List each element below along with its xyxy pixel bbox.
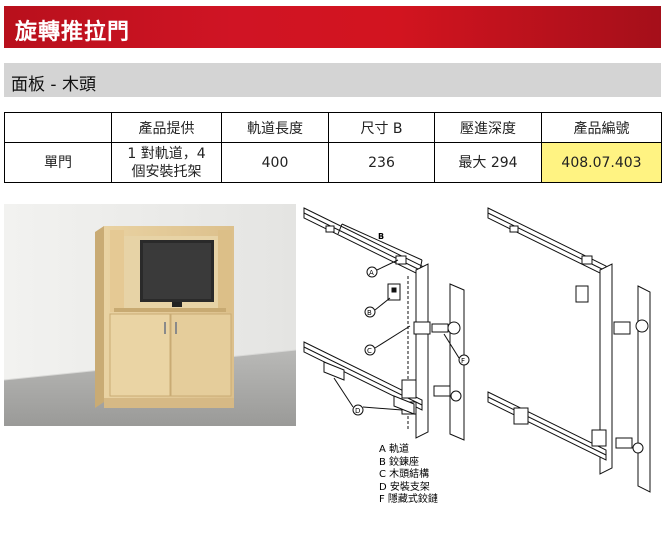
header-cell-type bbox=[4, 112, 112, 143]
header-cell-product-no: 產品編號 bbox=[541, 112, 662, 143]
legend-item: C 木頭結構 bbox=[379, 469, 430, 481]
legend-item: B 鉸鍊座 bbox=[379, 456, 420, 468]
callout-a: A bbox=[369, 269, 374, 277]
cell-rail-length: 400 bbox=[221, 142, 329, 183]
product-photo bbox=[4, 204, 296, 426]
table-row: 單門 1 對軌道，4 個安裝托架 400 236 最大 294 408.07.4… bbox=[4, 142, 662, 183]
callout-d: D bbox=[355, 407, 360, 415]
spec-table: 產品提供 軌道長度 尺寸 B 壓進深度 產品編號 單門 1 對軌道，4 個安裝托… bbox=[4, 112, 662, 183]
header-cell-depth: 壓進深度 bbox=[434, 112, 542, 143]
section-title: 面板 - 木頭 bbox=[11, 75, 96, 95]
cell-supply: 1 對軌道，4 個安裝托架 bbox=[111, 142, 222, 183]
table-header-row: 產品提供 軌道長度 尺寸 B 壓進深度 產品編號 bbox=[4, 112, 662, 143]
header-cell-supply: 產品提供 bbox=[111, 112, 222, 143]
callout-f: F bbox=[461, 357, 465, 365]
header-cell-rail-length: 軌道長度 bbox=[221, 112, 329, 143]
legend-item: F 隱藏式鉸鏈 bbox=[379, 494, 438, 506]
technical-drawing: B A B C D F bbox=[298, 200, 664, 500]
legend-item: A 軌道 bbox=[379, 444, 410, 455]
diagram-legend: A 軌道 B 鉸鍊座 C 木頭結構 D 安裝支架 F 隱藏式鉸鏈 bbox=[379, 444, 438, 507]
title-bar: 旋轉推拉門 bbox=[4, 6, 661, 48]
dimension-label-b: B bbox=[378, 232, 384, 241]
page-title: 旋轉推拉門 bbox=[15, 20, 131, 45]
section-header: 面板 - 木頭 bbox=[4, 63, 661, 97]
cell-depth: 最大 294 bbox=[434, 142, 542, 183]
legend-item: D 安裝支架 bbox=[379, 481, 430, 493]
cell-supply-line2: 個安裝托架 bbox=[131, 163, 202, 180]
cell-size-b: 236 bbox=[328, 142, 435, 183]
cell-product-no: 408.07.403 bbox=[541, 142, 662, 183]
callout-c: C bbox=[367, 347, 372, 355]
callout-b: B bbox=[367, 309, 372, 317]
cell-supply-line1: 1 對軌道，4 bbox=[127, 145, 206, 162]
header-cell-size-b: 尺寸 B bbox=[328, 112, 435, 143]
cell-type: 單門 bbox=[4, 142, 112, 183]
